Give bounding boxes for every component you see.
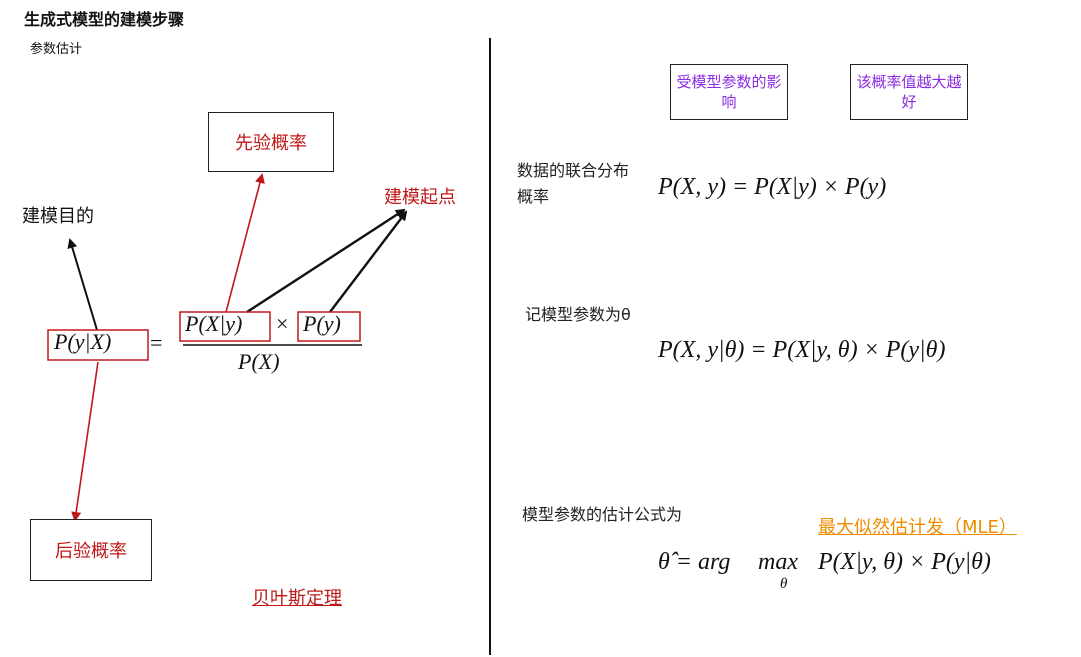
theta-formula: P(X, y|θ) = P(X|y, θ) × P(y|θ) (658, 337, 946, 363)
modeling-goal-label: 建模目的 (22, 206, 94, 227)
arrow-likelihood-to-start (246, 208, 406, 314)
arrow-to-prior (225, 173, 265, 313)
bayes-theorem-link[interactable]: 贝叶斯定理 (252, 588, 342, 609)
formula-denominator: P(X) (238, 349, 280, 374)
page-title: 生成式模型的建模步骤 (24, 10, 185, 29)
highlight-likelihood (179, 311, 271, 342)
estimate-label: 模型参数的估计公式为 (522, 505, 683, 524)
arrow-to-posterior (71, 361, 99, 522)
formula-times: × (276, 311, 289, 336)
higher-better-box: 该概率值越大越好 (850, 64, 968, 120)
param-effect-box: 受模型参数的影响 (670, 64, 788, 120)
formula-lhs: P(y|X) (54, 329, 112, 354)
posterior-probability-label: 后验概率 (55, 541, 127, 562)
estimate-formula-sub: θ (780, 576, 788, 592)
mle-label[interactable]: 最大似然估计发（MLE） (818, 517, 1017, 538)
formula-prior: P(y) (303, 311, 341, 336)
estimate-formula-rhs: P(X|y, θ) × P(y|θ) (818, 549, 991, 575)
highlight-prior (297, 311, 361, 342)
theta-label: 记模型参数为θ (525, 305, 631, 324)
param-effect-label: 受模型参数的影响 (676, 73, 782, 111)
page-subtitle: 参数估计 (30, 42, 83, 57)
prior-probability-label: 先验概率 (235, 133, 307, 154)
modeling-start-label: 建模起点 (384, 187, 456, 208)
posterior-probability-box: 后验概率 (30, 519, 152, 581)
arrow-prior-to-start (329, 210, 408, 313)
higher-better-label: 该概率值越大越好 (856, 73, 962, 111)
prior-probability-box: 先验概率 (208, 112, 334, 172)
estimate-formula-max: max (758, 549, 798, 575)
arrow-to-goal (67, 238, 98, 331)
joint-distribution-label: 数据的联合分布概率 (517, 161, 630, 206)
highlight-lhs (47, 329, 149, 361)
joint-formula: P(X, y) = P(X|y) × P(y) (658, 174, 887, 200)
formula-equals: = (150, 330, 163, 355)
formula-likelihood: P(X|y) (185, 311, 243, 336)
estimate-formula-lhs: θ̂ = arg (658, 549, 731, 575)
